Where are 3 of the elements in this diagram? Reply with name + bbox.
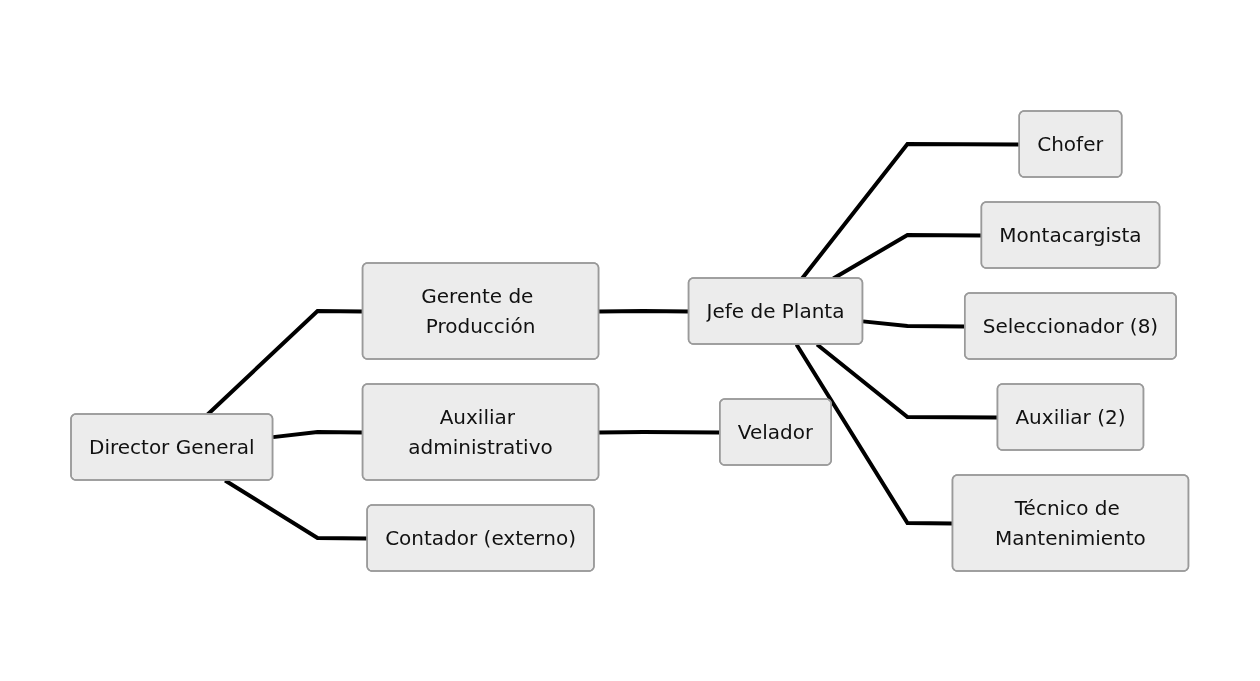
connector xyxy=(599,429,721,434)
connector xyxy=(863,318,966,328)
connector xyxy=(224,478,368,540)
